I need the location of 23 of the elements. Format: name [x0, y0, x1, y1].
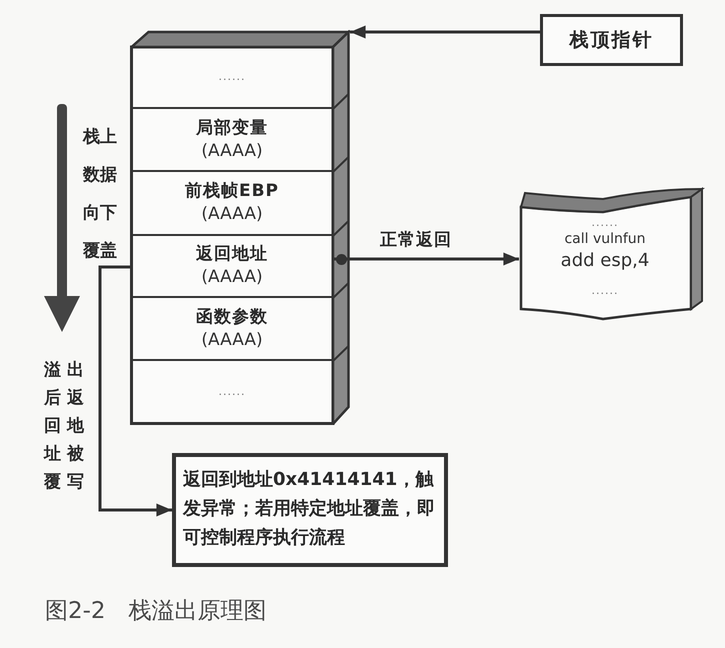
code-line: call vulnfun [564, 230, 646, 248]
leader-arrow [98, 266, 172, 516]
ellipsis-text: ...... [218, 386, 246, 398]
arrow [350, 26, 540, 38]
slot-value: (AAAA) [201, 328, 263, 352]
ellipsis-text: ...... [592, 285, 618, 297]
note-box: 返回到地址0x41414141，触发异常；若用特定地址覆盖，即可控制程序执行流程 [172, 453, 448, 567]
slot-value: (AAAA) [201, 266, 263, 289]
code-line: add esp,4 [560, 250, 650, 272]
vertical-label: 栈上数据向下覆盖 [83, 126, 118, 263]
slot-value: (AAAA) [201, 140, 263, 162]
slot-value: (AAAA) [201, 203, 263, 226]
slot-label: 前栈帧EBP [184, 180, 280, 203]
figure-caption: 图2-2 栈溢出原理图 [45, 597, 267, 626]
arrow [332, 252, 519, 266]
slot-label: 函数参数 [196, 306, 268, 328]
slot-label: 局部变量 [196, 116, 268, 140]
ellipsis-text: ...... [592, 217, 618, 229]
edge-label: 正常返回 [380, 229, 452, 251]
slot-label: 返回地址 [196, 243, 268, 266]
pointer-box: 栈顶指针 [540, 14, 683, 66]
edge-label: 溢出后返回地址被覆写 [44, 359, 91, 494]
ellipsis-text: ...... [218, 71, 246, 83]
